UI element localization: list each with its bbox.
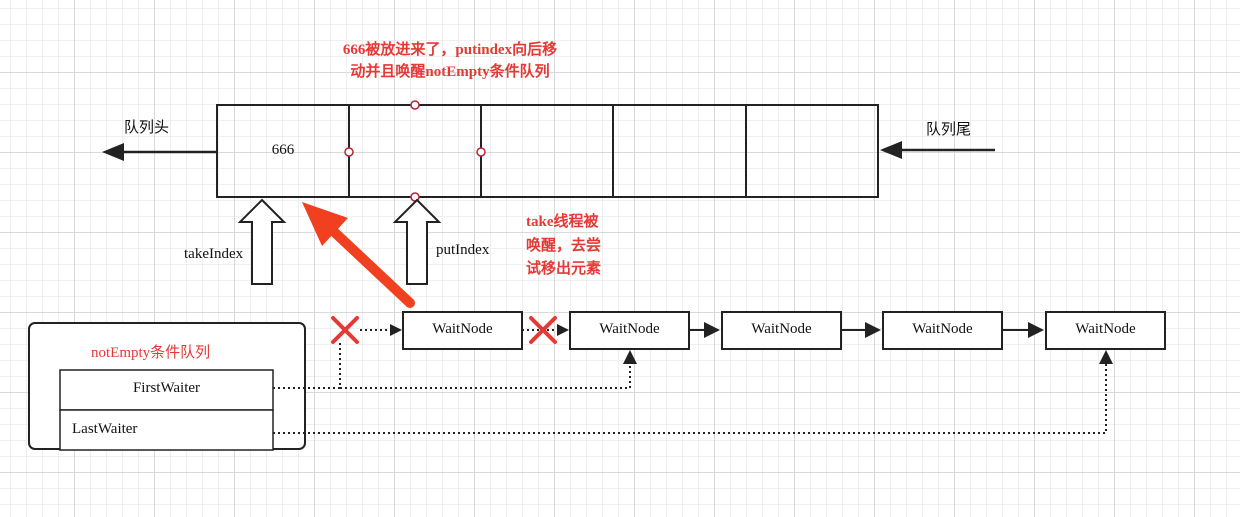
wait-node-3: WaitNode: [751, 321, 812, 337]
queue-head-arrow: [102, 143, 216, 161]
take-note-line2: 唤醒，去尝: [526, 238, 602, 254]
take-index-label: takeIndex: [184, 246, 244, 262]
put-note-line1: 666被放进来了，putindex向后移: [342, 42, 558, 58]
last-waiter-pointer: [273, 350, 1113, 434]
first-waiter-pointer: [273, 340, 637, 389]
put-index-label: putIndex: [436, 242, 490, 258]
take-note-line3: 试移出元素: [526, 261, 602, 277]
wait-node-box-2: [569, 311, 690, 350]
removed-links: [360, 324, 569, 336]
wait-node-5: WaitNode: [1075, 321, 1136, 337]
red-wakeup-arrow: [302, 202, 415, 308]
take-note-line1: take线程被: [526, 214, 599, 230]
wait-node-box-5: [1045, 311, 1166, 350]
put-note-line2: 动并且唤醒notEmpty条件队列: [350, 64, 550, 80]
put-index-arrow: [392, 198, 442, 285]
queue-cell-0: 666: [271, 142, 295, 158]
last-waiter-label: LastWaiter: [72, 421, 138, 437]
wait-node-links: [689, 322, 1044, 338]
queue-tail-arrow: [880, 141, 995, 159]
first-waiter-box: [59, 369, 274, 411]
condition-queue-title: notEmpty条件队列: [91, 345, 211, 361]
take-index-arrow: [237, 198, 287, 285]
wait-node-2: WaitNode: [599, 321, 660, 337]
wait-node-4: WaitNode: [912, 321, 973, 337]
queue-tail-label: 队列尾: [926, 122, 972, 138]
array-queue: [216, 100, 879, 202]
cross-mark-1: [331, 316, 359, 344]
last-waiter-box: [59, 409, 274, 451]
first-waiter-label: FirstWaiter: [132, 380, 201, 396]
queue-head-label: 队列头: [124, 120, 170, 136]
cross-mark-2: [529, 316, 557, 344]
wait-node-box-4: [882, 311, 1003, 350]
wait-node-box-3: [721, 311, 842, 350]
wait-node-1: WaitNode: [432, 321, 493, 337]
